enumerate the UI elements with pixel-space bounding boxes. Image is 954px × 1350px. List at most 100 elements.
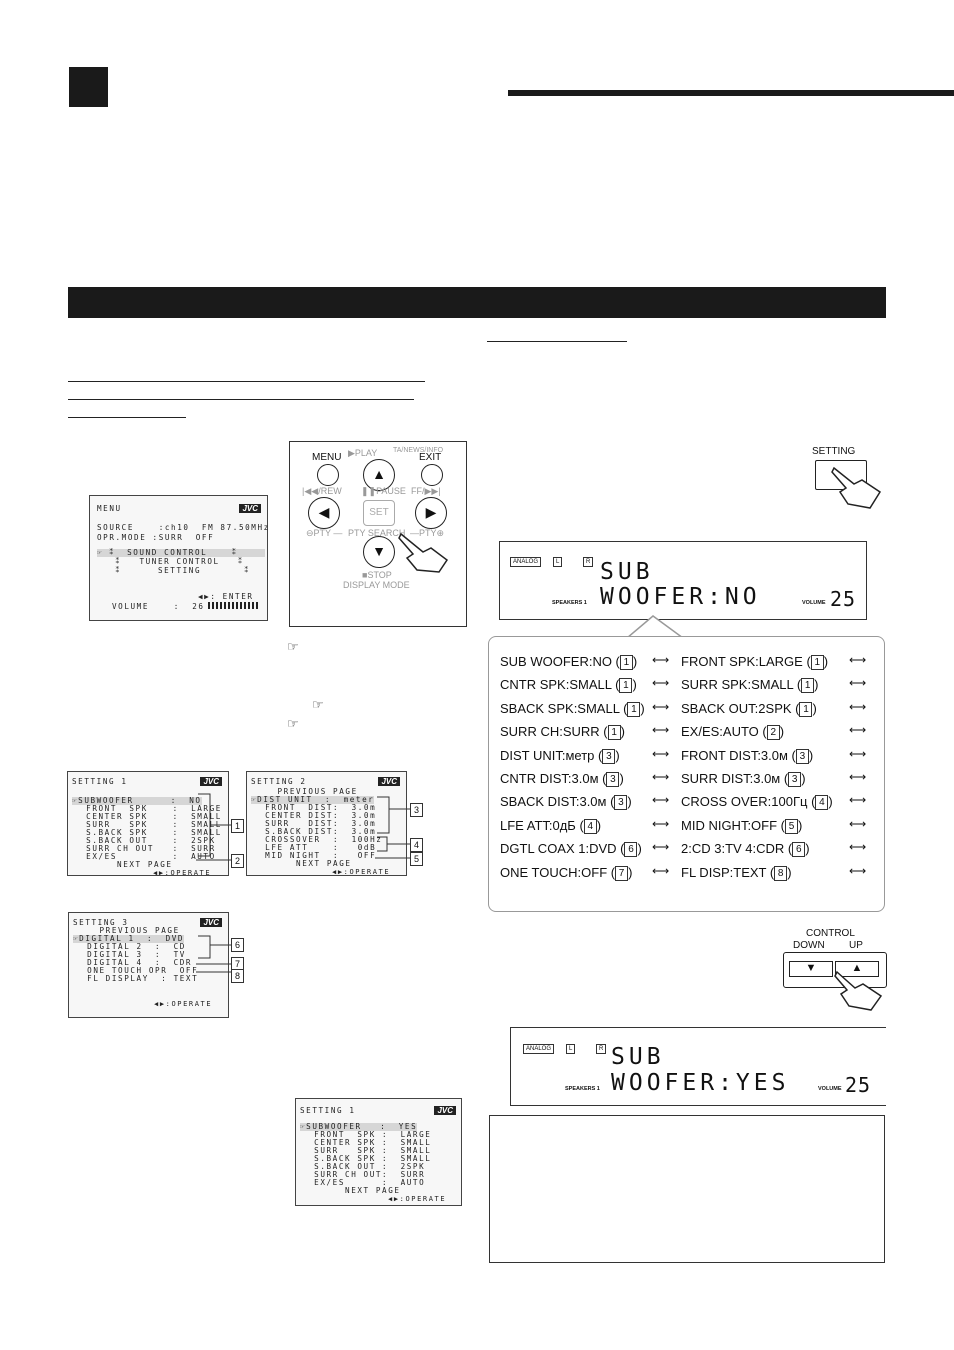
menu-osd-screen: MENU JVC SOURCE :ch10 FM 87.50MHz OPR.MO… — [89, 495, 268, 621]
pointing-hand-icon — [398, 532, 449, 573]
ff-label: FF/▶▶| — [411, 486, 441, 496]
setting1b-row: CENTER SPK : SMALL — [308, 1138, 432, 1147]
flow-item-left: SURR CH:SURR (1) — [500, 724, 625, 740]
exit-button[interactable] — [421, 464, 443, 486]
callout-3: 3 — [410, 803, 423, 817]
left-heading-underline-2 — [68, 399, 414, 400]
setting2-row: CENTER DIST: 3.0m — [259, 811, 377, 820]
flow-item-right: 2:CD 3:TV 4:CDR (6) — [681, 841, 810, 857]
double-arrow-icon: ⟷ — [652, 700, 670, 714]
setting2-row: MID NIGHT : OFF — [259, 851, 377, 860]
reference-icon-1: ☞ — [287, 639, 299, 654]
header-rule — [508, 90, 954, 96]
pty-search-label: PTY SEARCH — [348, 528, 406, 538]
ta-news-info-label: TA/NEWS/INFO — [393, 447, 444, 454]
callout-2: 2 — [231, 854, 244, 868]
callout-bracket-3-5 — [375, 796, 411, 859]
down-arrow-button[interactable]: ▼ — [363, 536, 395, 568]
setting-button-label: SETTING — [812, 446, 856, 457]
reference-icon-3: ☞ — [287, 716, 299, 731]
double-arrow-icon: ⟷ — [849, 700, 867, 714]
double-arrow-icon: ⟷ — [652, 653, 670, 667]
flow-item-right: CROSS OVER:100Гц (4) — [681, 794, 833, 810]
flow-item-right: FRONT SPK:LARGE (1) — [681, 654, 829, 670]
display-mode-label: DISPLAY MODE — [343, 580, 410, 590]
setting2-title: SETTING 2 — [251, 777, 307, 786]
flow-item-left: CNTR SPK:SMALL (1) — [500, 677, 637, 693]
callout-bracket-1-2 — [196, 793, 232, 861]
r-indicator: R — [596, 1044, 607, 1054]
volume-value: 25 — [845, 1073, 872, 1097]
callout-4: 4 — [410, 838, 423, 852]
setting3-row: DIGITAL 4 : CDR — [81, 958, 193, 967]
setting1-row: CENTER SPK : SMALL — [80, 812, 222, 821]
setting2-row: CROSSOVER : 100Hz — [259, 835, 383, 844]
jvc-logo: JVC — [378, 777, 400, 786]
setting1-row: ☞SUBWOOFER : NO — [72, 796, 202, 805]
setting1-row: S.BACK SPK : SMALL — [80, 828, 222, 837]
callout-6: 6 — [231, 938, 244, 952]
setting3-footer: ◀▶:OPERATE — [154, 1000, 213, 1008]
control-label: CONTROL — [806, 928, 855, 939]
left-heading-underline-1 — [68, 381, 425, 382]
flow-item-left: SBACK DIST:3.0м (3) — [500, 794, 632, 810]
l-indicator: L — [553, 557, 563, 567]
control-up-button[interactable]: ▲ — [835, 961, 879, 977]
setting1-title: SETTING 1 — [72, 777, 128, 786]
menu-button[interactable] — [317, 464, 339, 486]
menu-osd-source: SOURCE :ch10 FM 87.50MHz — [97, 523, 270, 532]
pointing-hand-icon — [834, 970, 883, 1011]
control-down-label: DOWN — [793, 940, 825, 951]
right-arrow-button[interactable]: ▶ — [415, 497, 447, 529]
section-marker — [69, 67, 108, 107]
set-button[interactable]: SET — [363, 500, 395, 526]
up-arrow-button[interactable]: ▲ — [363, 459, 395, 491]
setting1-row: SURR CH OUT : SURR — [80, 844, 216, 853]
jvc-logo: JVC — [200, 777, 222, 786]
menu-osd-sound-control: ☞ ⁑ SOUND CONTROL ⁑ — [97, 549, 265, 557]
double-arrow-icon: ⟷ — [849, 793, 867, 807]
setting2-prev-page: PREVIOUS PAGE — [259, 787, 358, 796]
callout-bracket-6-8 — [196, 935, 232, 973]
double-arrow-icon: ⟷ — [849, 676, 867, 690]
setting1b-row: ☞SUBWOOFER : YES — [300, 1122, 418, 1131]
left-arrow-button[interactable]: ◀ — [308, 497, 340, 529]
l-indicator: L — [566, 1044, 576, 1054]
display-line1: SUB — [611, 1044, 665, 1070]
pty-minus-label: ⊖PTY — — [306, 528, 343, 538]
flow-item-left: CNTR DIST:3.0м (3) — [500, 771, 624, 787]
flow-item-right: SURR SPK:SMALL (1) — [681, 677, 819, 693]
setting1-updated-osd-screen: SETTING 1 JVC ☞SUBWOOFER : YES FRONT SPK… — [295, 1098, 462, 1206]
setting2-row: FRONT DIST: 3.0m — [259, 803, 377, 812]
setting3-row: ☞DIGITAL 1 : DVD — [73, 934, 185, 943]
reference-icon-2: ☞ — [312, 697, 324, 712]
volume-label: VOLUME — [818, 1086, 842, 1092]
note-box — [489, 1115, 885, 1263]
setting1-next-page: NEXT PAGE — [80, 860, 173, 869]
analog-indicator: ANALOG — [510, 557, 542, 567]
callout-1: 1 — [231, 819, 244, 833]
double-arrow-icon: ⟷ — [652, 817, 670, 831]
setting1-row: FRONT SPK : LARGE — [80, 804, 222, 813]
double-arrow-icon: ⟷ — [849, 864, 867, 878]
double-arrow-icon: ⟷ — [849, 840, 867, 854]
setting1b-next-page: NEXT PAGE — [308, 1186, 401, 1195]
double-arrow-icon: ⟷ — [652, 864, 670, 878]
flow-item-right: EX/ES:AUTO (2) — [681, 724, 785, 740]
setting3-row: FL DISPLAY : TEXT — [81, 974, 199, 983]
menu-osd-enter: ◀▶: ENTER — [198, 592, 254, 601]
section-band — [68, 287, 886, 318]
double-arrow-icon: ⟷ — [849, 770, 867, 784]
control-down-button[interactable]: ▼ — [789, 961, 833, 977]
r-indicator: R — [583, 557, 594, 567]
flow-item-left: SUB WOOFER:NO (1) — [500, 654, 638, 670]
setting1b-row: SURR SPK : SMALL — [308, 1146, 432, 1155]
jvc-logo: JVC — [200, 918, 222, 927]
pause-label: ❚❚PAUSE — [361, 486, 406, 496]
menu-osd-opr-mode: OPR.MODE :SURR OFF — [97, 533, 215, 542]
exit-label: EXIT — [419, 452, 442, 463]
setting1b-row: SURR CH OUT: SURR — [308, 1170, 426, 1179]
display-line2: WOOFER:NO — [600, 584, 761, 610]
analog-indicator: ANALOG — [523, 1044, 555, 1054]
fl-display-yes: ANALOG L R SUB WOOFER:YES SPEAKERS 1 VOL… — [510, 1027, 886, 1106]
